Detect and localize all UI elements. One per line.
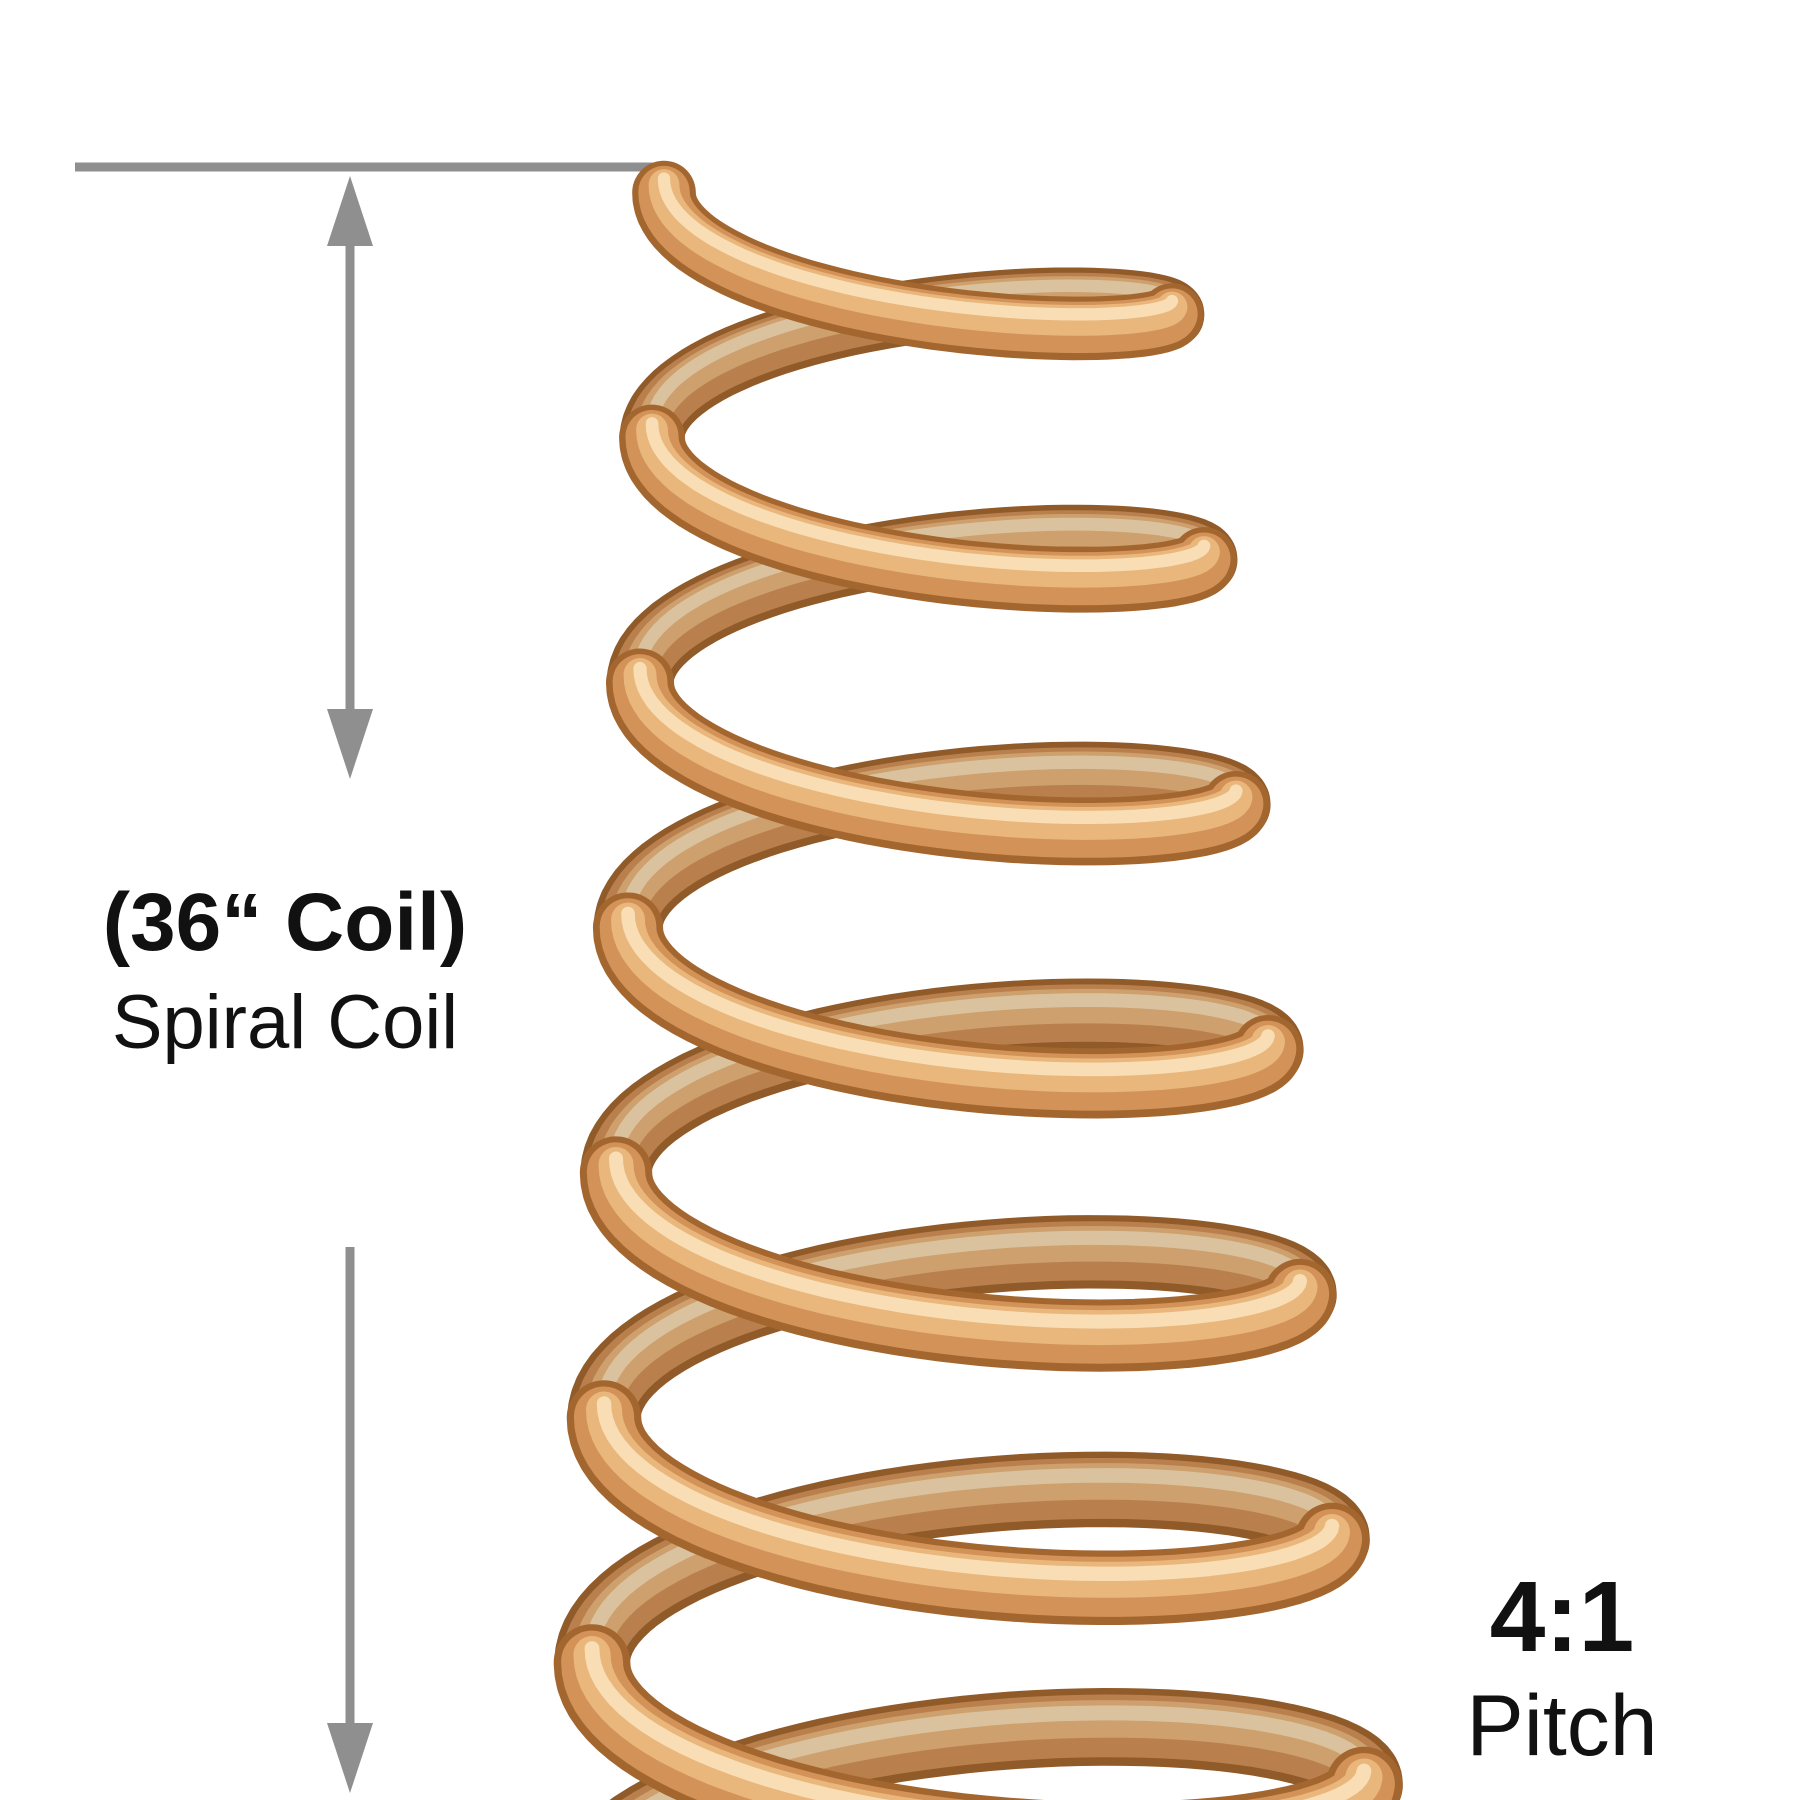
- coil-wire-front-stroke: [596, 1396, 1340, 1581]
- coil-wire-front-stroke: [584, 1641, 1372, 1800]
- coil-wire-front-stroke: [657, 172, 1179, 321]
- lower-arrowhead-down-icon: [327, 1723, 373, 1793]
- upper-arrowhead-down-icon: [327, 709, 373, 779]
- coil-wire-back-stroke: [645, 1705, 1372, 1800]
- upper-arrowhead-up-icon: [327, 176, 373, 246]
- measurement-annotations: [75, 162, 655, 1793]
- coil-wire-front-stroke: [609, 1151, 1307, 1329]
- coil-name-label: Spiral Coil: [111, 979, 459, 1065]
- coil-wire-front-stroke: [633, 661, 1243, 824]
- coil-wire-back-stroke: [621, 755, 1243, 921]
- pitch-ratio-label: 4:1: [1489, 1561, 1635, 1673]
- coil-wire-back-stroke: [596, 1230, 1308, 1411]
- coil-length-label: (36“ Coil): [102, 877, 468, 968]
- coil-label-block: (36“ Coil) Spiral Coil: [50, 872, 520, 1070]
- coil-wire-back-stroke: [609, 993, 1275, 1166]
- coil-wire-front-stroke: [621, 906, 1275, 1077]
- spiral-coil-render: [553, 160, 1403, 1800]
- coil-wire-back-stroke: [584, 1468, 1340, 1656]
- pitch-label-block: 4:1 Pitch: [1392, 1560, 1732, 1778]
- coil-wire-back-stroke: [633, 517, 1211, 675]
- pitch-label: Pitch: [1466, 1678, 1658, 1774]
- coil-wire-front-stroke: [645, 417, 1211, 573]
